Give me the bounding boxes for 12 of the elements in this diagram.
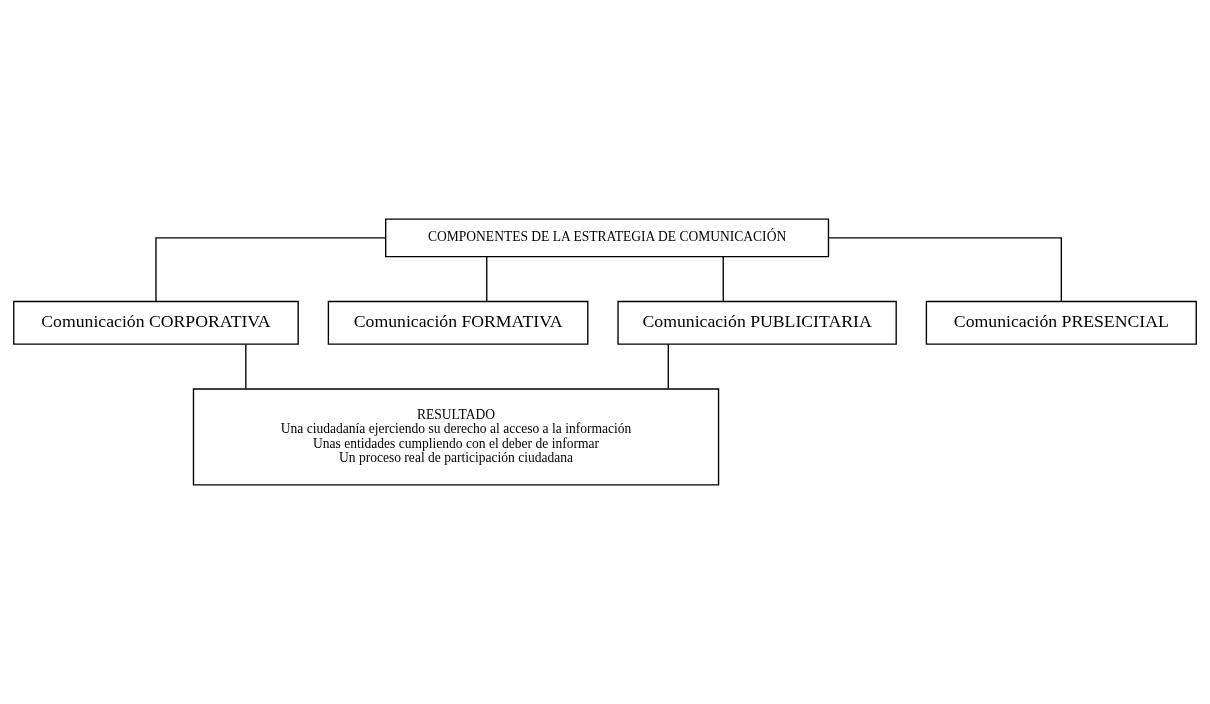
connector [827,237,1062,303]
node-box: COMPONENTES DE LA ESTRATEGIA DE COMUNICACIÓN [385,218,830,258]
connector [486,256,488,303]
node-box: Comunicación PRESENCIAL [925,300,1197,345]
connector [245,343,247,390]
node-box: RESULTADO Una ciudadanía ejerciendo su derecho al acceso a la información Unas entidades cumpliendo con el deber de informar Un proceso real de participación ciudadana [192,388,720,486]
node-box: Comunicación CORPORATIVA [13,300,299,345]
connector [667,343,669,390]
connector [155,237,387,303]
node-box: Comunicación FORMATIVA [327,300,589,345]
node-box: Comunicación PUBLICITARIA [617,300,897,345]
connector [722,256,724,303]
